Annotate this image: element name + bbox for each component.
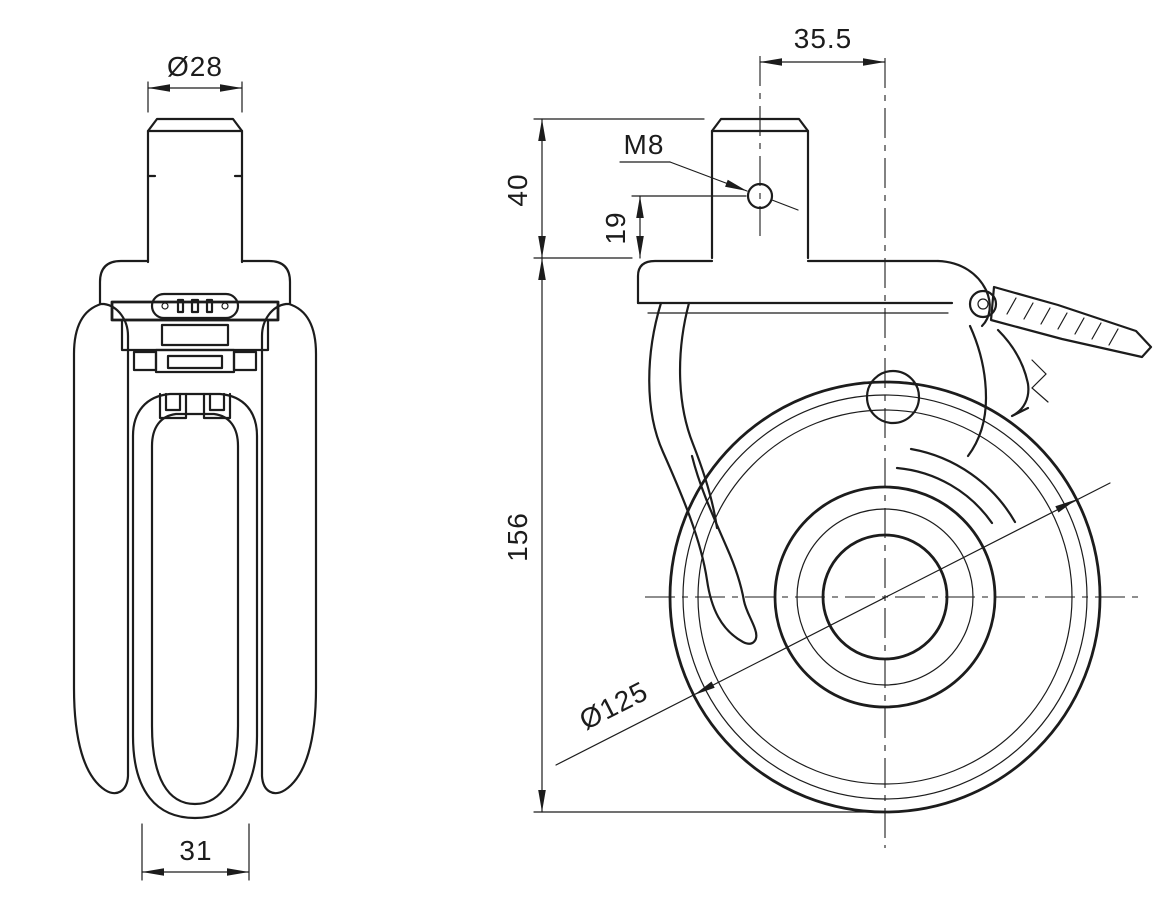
- side-fork-rear-upper: [966, 324, 988, 458]
- front-slot-bar-2: [190, 298, 200, 314]
- front-fork-leg-left: [72, 302, 130, 795]
- side-brake-pedal: [989, 285, 1153, 359]
- side-wheel-rim-line: [697, 409, 1073, 785]
- side-fork-leg-inner: [678, 301, 719, 530]
- dim-wheel-diameter-line: [555, 482, 1111, 766]
- front-hook-left: [158, 392, 188, 420]
- front-fork-leg-right: [260, 302, 318, 795]
- side-m8-hole: [746, 182, 774, 210]
- side-pivot-pin-inner: [977, 298, 989, 310]
- front-cap-left: [98, 259, 150, 306]
- dim-wheel-diameter-label: Ø125: [574, 675, 653, 736]
- dim-overall-height-label: 156: [502, 512, 533, 562]
- side-fork-rear-arc-inner: [895, 466, 994, 525]
- front-wheel-tread: [150, 412, 240, 806]
- side-plate-left: [636, 259, 714, 305]
- front-cap-right: [240, 259, 292, 306]
- front-wheel-outline: [131, 392, 259, 820]
- dim-axis-offset-label: 35.5: [794, 23, 853, 54]
- thread-callout-leader: [669, 161, 748, 192]
- side-axle-bore-circle: [821, 533, 949, 661]
- side-brake-pedal-hatching: [1006, 297, 1119, 346]
- side-stem-outline: [710, 117, 810, 260]
- front-stem-outline: [146, 117, 244, 264]
- side-fork-leg-outer: [648, 301, 758, 645]
- dim-wheel-diameter-arrow-upper: [1055, 499, 1077, 513]
- front-slot-bar-1: [176, 298, 185, 314]
- dim-thread-label: M8: [624, 129, 665, 160]
- front-brake-slot: [150, 292, 240, 320]
- side-hub-outer-circle: [773, 485, 997, 709]
- front-slot-pin-left: [161, 302, 169, 310]
- dim-wheel-width-label: 31: [179, 835, 212, 866]
- front-slot-pin-right: [221, 302, 229, 310]
- dim-stem-length-label: 40: [502, 173, 533, 206]
- side-view: 35.5 40 19 M8 156 Ø125: [502, 23, 1153, 848]
- side-fork-rear-arc-outer: [909, 447, 1017, 524]
- front-view: Ø28 31: [72, 51, 318, 881]
- front-slot-bar-3: [205, 298, 214, 314]
- dim-stem-diameter-label: Ø28: [167, 51, 223, 82]
- side-wheel-tire-line: [682, 394, 1088, 800]
- side-fork-bolt-hole: [865, 369, 921, 425]
- front-tab-left: [132, 350, 158, 372]
- side-brake-spring: [996, 328, 1030, 418]
- front-bracket: [154, 348, 236, 374]
- thread-callout-leader-tail: [771, 199, 799, 211]
- dim-hole-position-label: 19: [600, 211, 631, 244]
- front-bracket-slot: [166, 354, 224, 370]
- side-pivot-pin-outer: [968, 289, 998, 319]
- dim-wheel-diameter-arrow-lower: [694, 681, 715, 695]
- front-hook-right: [202, 392, 232, 420]
- side-brake-spring-zigzag: [1031, 359, 1049, 403]
- side-hub-middle-circle: [796, 508, 974, 686]
- front-tab-right: [232, 350, 258, 372]
- front-housing-inner: [160, 323, 230, 347]
